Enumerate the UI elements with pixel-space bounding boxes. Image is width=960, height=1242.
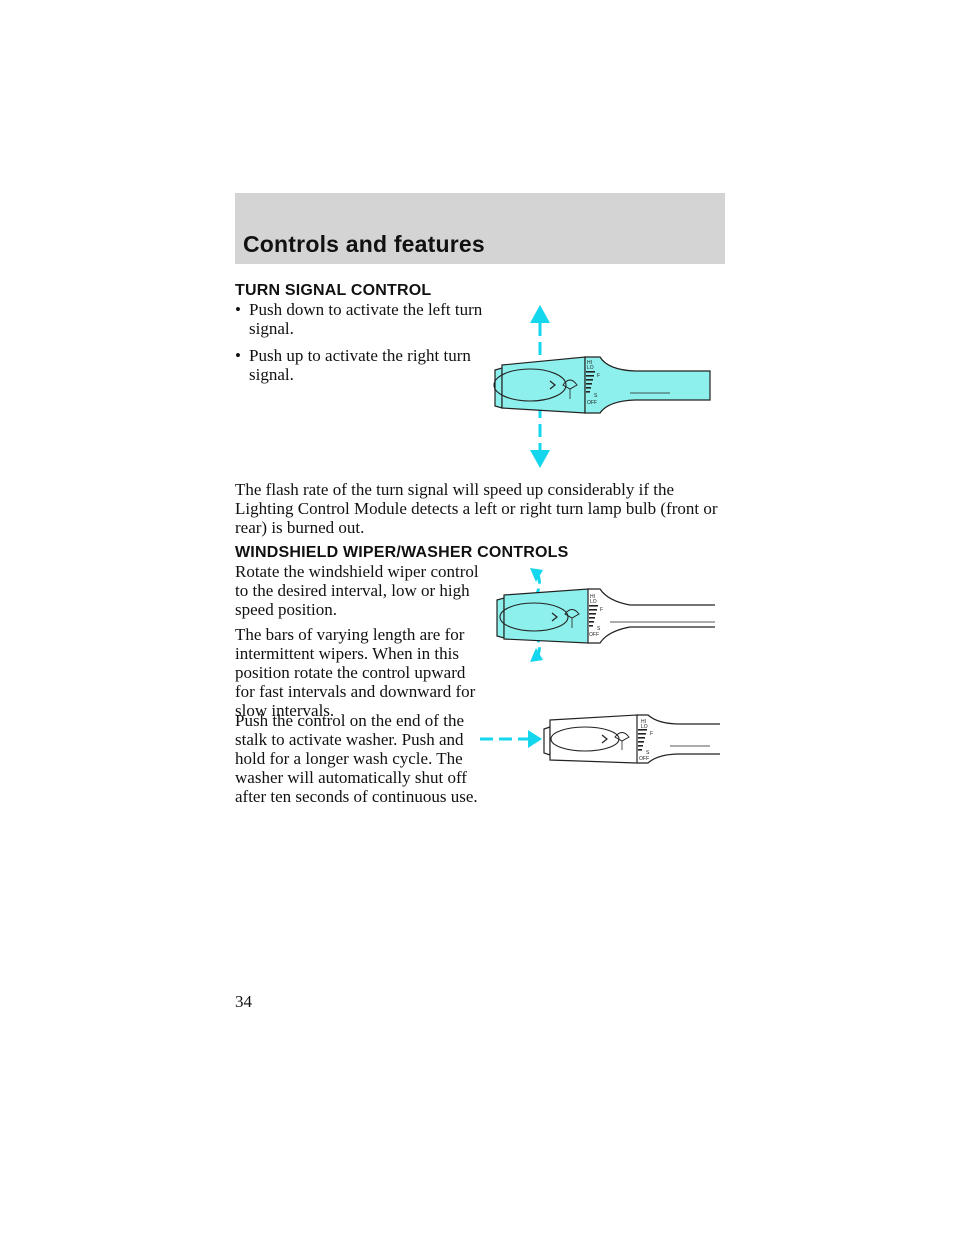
label-off: OFF bbox=[589, 632, 599, 638]
label-slow: S bbox=[597, 626, 601, 632]
wiper-icon bbox=[562, 379, 578, 399]
wiper-rotate-figure: HI LO F S OFF bbox=[490, 565, 720, 665]
turn-signal-paragraph: The flash rate of the turn signal will s… bbox=[235, 480, 718, 537]
bullet-text: Push down to activate the left turn sign… bbox=[249, 300, 483, 338]
wiper-icon bbox=[564, 609, 580, 628]
arrow-right-icon bbox=[480, 730, 542, 748]
wiper-icon bbox=[614, 732, 630, 750]
washer-push-figure: HI LO F S OFF bbox=[480, 710, 725, 770]
label-slow: S bbox=[594, 393, 598, 399]
bullet-dot: • bbox=[235, 300, 241, 319]
intermittent-bars bbox=[638, 729, 647, 751]
label-slow: S bbox=[646, 750, 650, 756]
wiper-heading: WINDSHIELD WIPER/WASHER CONTROLS bbox=[235, 544, 569, 561]
label-fast: F bbox=[650, 731, 653, 737]
bullet-dot: • bbox=[235, 346, 241, 365]
page-number: 34 bbox=[235, 992, 252, 1011]
label-lo: LO bbox=[587, 365, 594, 371]
stalk-body bbox=[493, 356, 711, 414]
intermittent-bars bbox=[589, 605, 598, 627]
label-fast: F bbox=[597, 373, 600, 379]
section-title: Controls and features bbox=[243, 231, 485, 257]
label-off: OFF bbox=[587, 400, 597, 406]
intermittent-bars bbox=[586, 371, 595, 393]
wiper-paragraph-washer: Push the control on the end of the stalk… bbox=[235, 711, 478, 806]
label-hi: HI bbox=[587, 360, 592, 366]
label-fast: F bbox=[600, 607, 603, 613]
turn-signal-stalk-figure: HI LO F S OFF bbox=[490, 305, 720, 470]
stalk-body bbox=[543, 714, 720, 764]
turn-signal-heading: TURN SIGNAL CONTROL bbox=[235, 282, 432, 299]
label-hi: HI bbox=[641, 719, 646, 725]
label-off: OFF bbox=[639, 756, 649, 762]
section-header-band: Controls and features bbox=[235, 193, 725, 264]
label-lo: LO bbox=[641, 724, 648, 730]
label-hi: HI bbox=[590, 594, 595, 600]
arrow-up-icon bbox=[530, 305, 550, 363]
arrow-down-icon bbox=[530, 405, 550, 468]
bullet-right-turn: • Push up to activate the right turn sig… bbox=[235, 346, 485, 384]
bullet-left-turn: • Push down to activate the left turn si… bbox=[235, 300, 485, 338]
bullet-text: Push up to activate the right turn signa… bbox=[249, 346, 471, 384]
stalk-body bbox=[496, 588, 715, 644]
wiper-paragraph-bars: The bars of varying length are for inter… bbox=[235, 625, 476, 720]
wiper-paragraph-rotate: Rotate the windshield wiper control to t… bbox=[235, 562, 479, 619]
label-lo: LO bbox=[590, 599, 597, 605]
